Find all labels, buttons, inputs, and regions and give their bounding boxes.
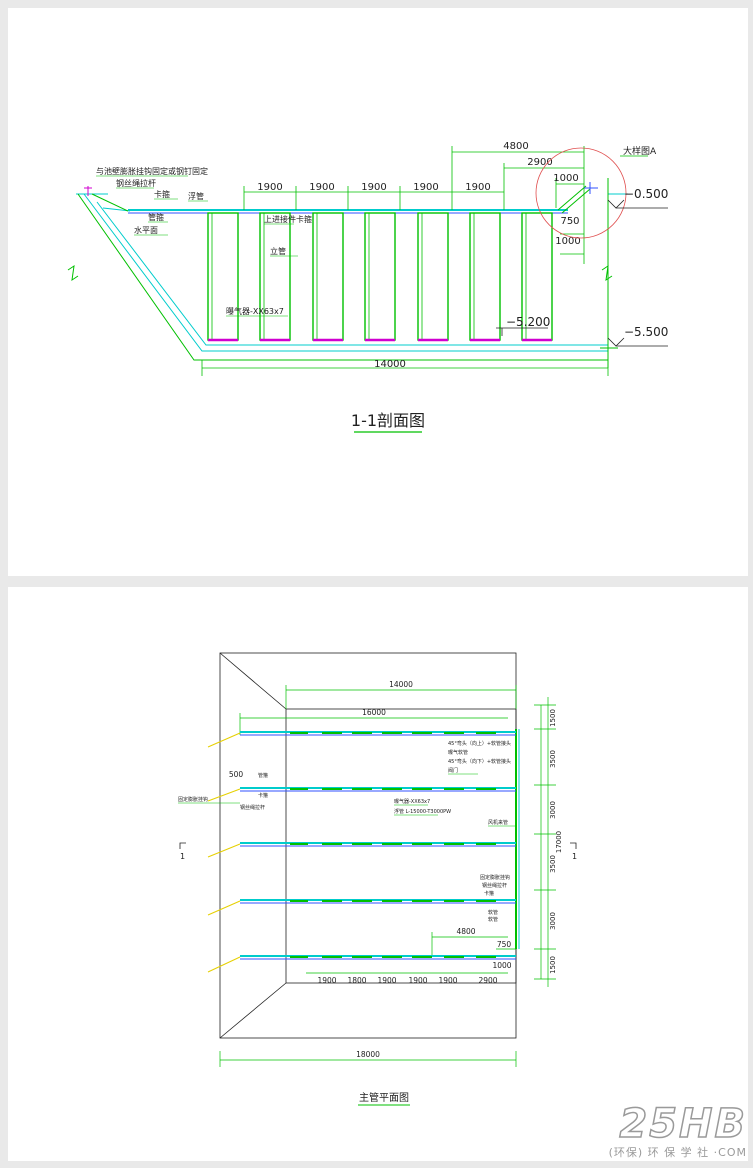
plan-label-elbow-down: 45°弯头（向下）+软管接头	[448, 758, 511, 765]
pipe-row-4	[207, 899, 516, 916]
watermark-site: (环保) 环 保 学 社 ·COM	[608, 1146, 747, 1159]
section-drawing: 1900 1900 1900 1900 1900 4800 2900 1000 …	[67, 141, 668, 433]
plan-label-clamp: 卡箍	[258, 792, 268, 799]
plan-label-hose-1: 曝气软管	[448, 749, 468, 756]
dimension-texts-top: 1900 1900 1900 1900 1900 4800 2900 1000 …	[257, 141, 580, 370]
plan-dim-bottom-3: 1900	[377, 976, 396, 985]
label-upper-connector: 上进接件	[264, 214, 296, 224]
section-mark-left: 1	[180, 852, 185, 861]
plan-label-wire-2: 钢丝绳拉杆	[482, 882, 507, 889]
plan-dim-lines	[219, 685, 556, 1067]
label-water-level: 水平面	[134, 225, 158, 235]
plan-label-wire-rope: 钢丝绳拉杆	[240, 804, 265, 811]
plan-dim-right-6: 1500	[549, 956, 557, 974]
plan-label-hose-3: 软管	[488, 916, 498, 923]
plan-dim-texts: 14000 16000 18000 4800 750 1000 500 1900…	[229, 680, 512, 1059]
detail-symbol	[584, 182, 598, 194]
detail-fitting	[557, 185, 591, 214]
plan-label-elbow-up: 45°弯头（向上）+软管接头	[448, 740, 511, 747]
break-marks	[67, 264, 613, 282]
plan-label-pipe-hoop: 管箍	[258, 772, 268, 779]
plan-dim-right-texts: 1500 3500 3000 3500 3000 1500 17000	[549, 709, 563, 974]
pipe-row-1	[207, 731, 516, 748]
watermark-logo: 25HB	[619, 1101, 747, 1147]
plan-dim-right-2: 3500	[549, 750, 557, 768]
main-header-pipe	[515, 729, 520, 949]
plan-dim-right-4: 3500	[549, 855, 557, 873]
plan-label-valve: 阀门	[448, 767, 458, 774]
dim-1900-4: 1900	[413, 182, 438, 193]
plan-label-fixed-wire: 固定膨胀挂钩	[480, 874, 510, 881]
dim-1900-3: 1900	[361, 182, 386, 193]
plan-dim-right-total: 17000	[555, 831, 563, 853]
plan-dim-bottom-2: 1800	[347, 976, 366, 985]
plan-dim-right-5: 3000	[549, 912, 557, 930]
tank-wall	[77, 178, 618, 368]
elev-top: −0.500	[624, 187, 668, 201]
detail-label: 大样图A	[623, 145, 657, 157]
pipe-row-3	[207, 842, 516, 858]
section-mark-symbols	[179, 842, 577, 849]
label-wall-fix: 与池壁膨胀挂钩固定或钢钉固定	[96, 166, 208, 176]
plan-dim-right-3: 3000	[549, 801, 557, 819]
elev-water: −5.200	[506, 315, 550, 329]
plan-label-float-pipe: 浮管 L-15000-T3000PW	[394, 808, 451, 815]
pipe-row-2	[207, 787, 516, 802]
pipe-row-5	[207, 955, 516, 973]
plan-label-fixed-hook: 固定膨胀挂钩	[178, 796, 208, 803]
elev-bottom: −5.500	[624, 325, 668, 339]
label-clamp-2: 卡箍	[296, 214, 312, 224]
wall-fix-symbol	[84, 186, 92, 196]
dim-1900-2: 1900	[309, 182, 334, 193]
dim-4800: 4800	[503, 141, 528, 152]
dim-750: 750	[560, 216, 579, 227]
plan-labels: 管箍 卡箍 固定膨胀挂钩 钢丝绳拉杆 曝气器-XX63x7 浮管 L-15000…	[178, 740, 511, 923]
plan-label-aerator: 曝气器-XX63x7	[394, 798, 430, 805]
risers	[207, 212, 553, 341]
dim-2900: 2900	[527, 157, 552, 168]
plan-drawing: 14000 16000 18000 4800 750 1000 500 1900…	[178, 652, 577, 1106]
dimension-lines-top	[201, 146, 609, 376]
plan-dim-bottom-6: 2900	[478, 976, 497, 985]
plan-dim-500: 500	[229, 770, 244, 779]
plan-label-hose-2: 软管	[488, 909, 498, 916]
dim-14000: 14000	[374, 359, 406, 370]
section-leaders	[96, 175, 298, 317]
label-clamp-1: 卡箍	[154, 189, 170, 199]
plan-dim-750: 750	[497, 940, 512, 949]
float-pipe	[102, 207, 568, 214]
plan-dim-right-1: 1500	[549, 709, 557, 727]
plan-drawing-panel: 14000 16000 18000 4800 750 1000 500 1900…	[8, 587, 748, 1161]
label-wire-rope: 钢丝绳拉杆	[116, 178, 156, 188]
plan-dim-1000: 1000	[492, 961, 511, 970]
section-title: 1-1剖面图	[351, 411, 425, 430]
section-labels: 与池壁膨胀挂钩固定或钢钉固定 钢丝绳拉杆 卡箍 浮管 管箍 水平面 上进接件 卡…	[96, 166, 312, 316]
dim-1900-5: 1900	[465, 182, 490, 193]
plan-dim-bottom-4: 1900	[408, 976, 427, 985]
dim-1000-top: 1000	[553, 173, 578, 184]
plan-title: 主管平面图	[359, 1091, 409, 1104]
label-riser: 立管	[270, 246, 286, 256]
label-pipe-hoop: 管箍	[148, 212, 164, 222]
label-aerator: 曝气器-XX63x7	[226, 306, 284, 316]
plan-leaders	[178, 773, 516, 827]
dim-1000-right: 1000	[555, 236, 580, 247]
dim-1900-1: 1900	[257, 182, 282, 193]
plan-label-clamp-2: 卡箍	[484, 890, 494, 897]
wire-rope-line	[91, 193, 129, 212]
plan-dim-16000: 16000	[362, 708, 386, 717]
plan-dim-18000: 18000	[356, 1050, 380, 1059]
section-drawing-panel: 1900 1900 1900 1900 1900 4800 2900 1000 …	[8, 8, 748, 576]
plan-label-blower: 风机来管	[488, 819, 508, 826]
label-float-pipe: 浮管	[188, 191, 204, 201]
section-mark-right: 1	[572, 852, 577, 861]
plan-dim-bottom-1: 1900	[317, 976, 336, 985]
plan-dim-bottom-5: 1900	[438, 976, 457, 985]
elevation-marks	[496, 199, 668, 347]
plan-dim-14000: 14000	[389, 680, 413, 689]
detail-circle-a	[535, 147, 627, 239]
riser-inner	[211, 213, 527, 340]
watermark: 25HB (环保) 环 保 学 社 ·COM	[577, 1101, 747, 1160]
plan-dim-4800: 4800	[456, 927, 475, 936]
